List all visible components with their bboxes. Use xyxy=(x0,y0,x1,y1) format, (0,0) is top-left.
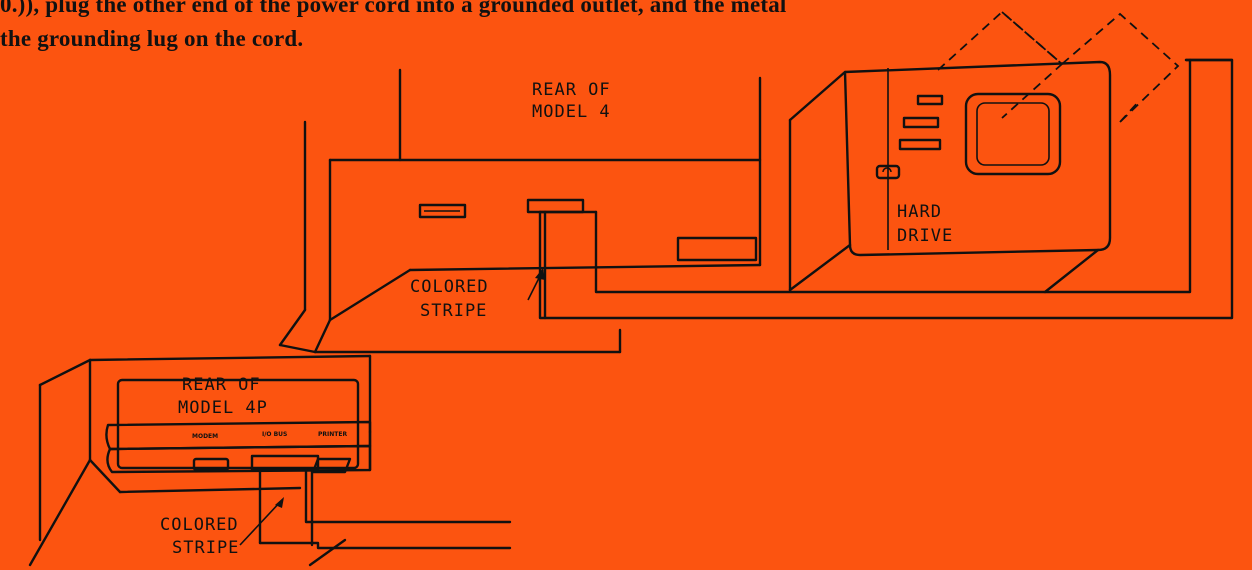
rear-model-4p-label-1: REAR OF xyxy=(182,375,261,395)
model-4-rear xyxy=(280,70,760,352)
hard-drive-label-1: HARD xyxy=(897,202,942,222)
colored-stripe-top-label-2: STRIPE xyxy=(420,301,487,321)
hard-drive-label-2: DRIVE xyxy=(897,226,953,246)
colored-stripe-top-label-1: COLORED xyxy=(410,277,489,297)
colored-stripe-bottom-label-1: COLORED xyxy=(160,515,239,535)
hard-drive-unit xyxy=(790,62,1110,292)
rear-model-4-label-1: REAR OF xyxy=(532,80,611,100)
colored-stripe-bottom-label-2: STRIPE xyxy=(172,538,239,558)
rear-model-4-label-2: MODEL 4 xyxy=(532,102,611,122)
port-label-modem: MODEM xyxy=(192,433,218,440)
ribbon-cable-bottom xyxy=(240,456,510,548)
port-label-io-bus: I/O BUS xyxy=(262,431,287,438)
rear-model-4p-label-2: MODEL 4P xyxy=(178,398,268,418)
port-label-printer: PRINTER xyxy=(318,431,347,438)
ribbon-cable-top xyxy=(528,60,1232,318)
